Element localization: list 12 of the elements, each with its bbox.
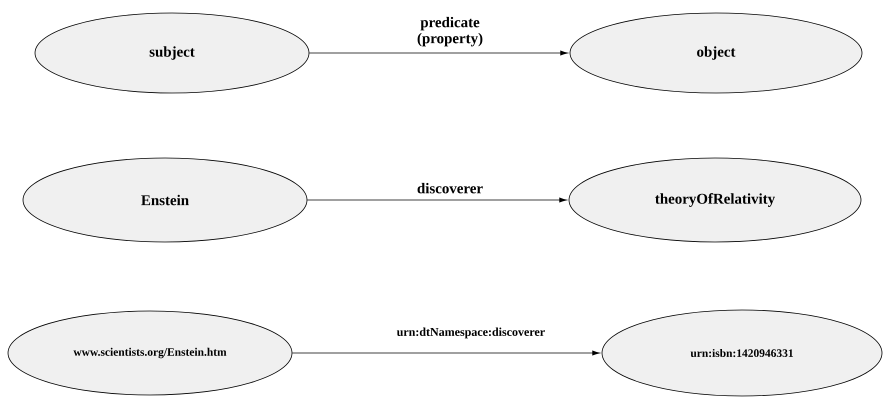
ellipse-node: theoryOfRelativity [568, 158, 862, 242]
ellipse-node: object [570, 12, 862, 94]
ellipse-node: subject [34, 12, 310, 94]
edge-label: predicate (property) [418, 16, 482, 46]
edge-label: urn:dtNamespace:discoverer [396, 328, 545, 338]
edge-label: discoverer [418, 182, 483, 194]
arrow [309, 50, 568, 56]
arrow [292, 350, 600, 356]
ellipse-node: www.scientists.org/Enstein.htm [8, 310, 292, 396]
ellipse-node: Enstein [22, 158, 308, 242]
arrow [307, 198, 567, 202]
ellipse-node: urn:isbn:1420946331 [602, 310, 882, 396]
